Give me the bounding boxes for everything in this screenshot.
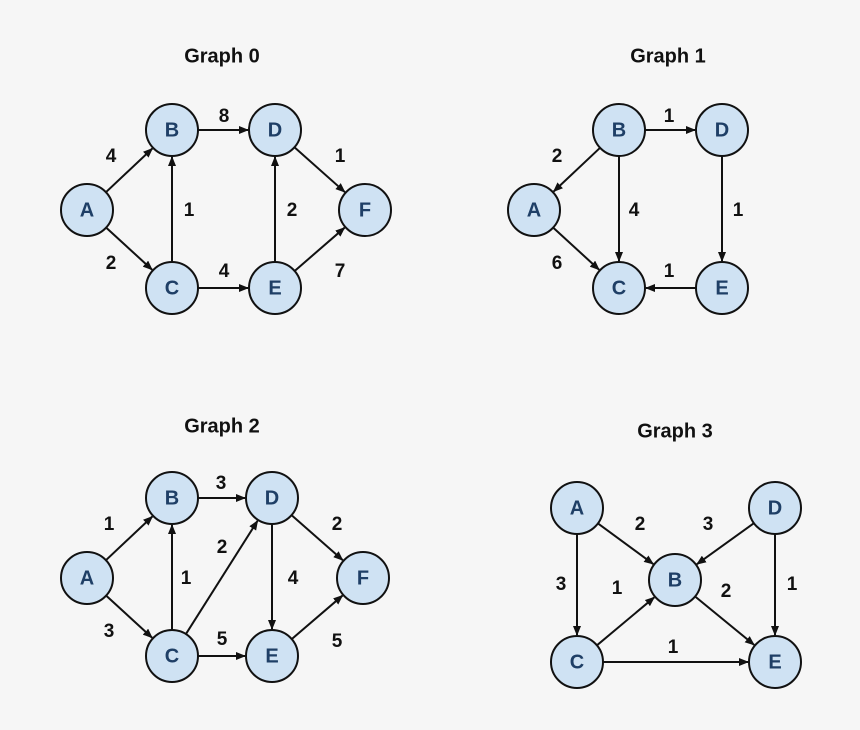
edge-weight-a-b: 4 — [106, 146, 117, 167]
edge-e-f — [291, 594, 344, 640]
edge-weight-c-b: 1 — [181, 568, 192, 589]
node-b — [145, 103, 199, 157]
node-label-a: A — [80, 567, 94, 589]
node-a — [507, 183, 561, 237]
node-label-a: A — [80, 199, 94, 221]
edge-weight-c-b: 1 — [612, 578, 623, 599]
graph-title: Graph 2 — [184, 415, 260, 437]
edge-weight-b-d: 1 — [664, 106, 675, 127]
node-f — [336, 551, 390, 605]
graph-title: Graph 0 — [184, 45, 260, 67]
node-label-b: B — [668, 569, 682, 591]
graph-2: Graph 2 1 3 1 3 2 5 4 2 5 A B C D E F — [60, 415, 390, 683]
edge-weight-b-c: 4 — [629, 200, 640, 221]
edge-a-b — [597, 522, 655, 565]
edge-a-b — [105, 147, 154, 193]
edge-a-c — [105, 226, 153, 271]
edge-weight-c-b: 1 — [184, 200, 195, 221]
node-d — [245, 471, 299, 525]
node-label-e: E — [715, 277, 728, 299]
graph-title: Graph 1 — [630, 45, 706, 67]
node-a — [60, 183, 114, 237]
node-a — [550, 481, 604, 535]
edge-weight-c-d: 2 — [217, 537, 228, 558]
edge-weight-e-f: 5 — [332, 631, 343, 652]
edge-weight-c-e: 4 — [219, 261, 230, 282]
edge-a-b — [105, 515, 154, 561]
edge-weight-b-e: 2 — [721, 581, 732, 602]
node-label-d: D — [715, 119, 729, 141]
node-c — [145, 261, 199, 315]
edge-weight-d-e: 4 — [288, 568, 299, 589]
edge-e-f — [293, 226, 346, 272]
node-b — [145, 471, 199, 525]
edge-weight-e-f: 7 — [335, 261, 346, 282]
node-label-c: C — [612, 277, 626, 299]
node-c — [592, 261, 646, 315]
edge-weight-a-c: 3 — [556, 574, 567, 595]
node-a — [60, 551, 114, 605]
node-e — [245, 629, 299, 683]
node-d — [748, 481, 802, 535]
edge-d-f — [290, 514, 344, 561]
node-c — [550, 635, 604, 689]
node-f — [338, 183, 392, 237]
edge-c-d — [185, 519, 259, 635]
node-label-c: C — [165, 645, 179, 667]
node-e — [248, 261, 302, 315]
edge-weight-b-d: 8 — [219, 106, 230, 127]
node-e — [748, 635, 802, 689]
node-label-a: A — [570, 497, 584, 519]
edge-weight-d-f: 2 — [332, 514, 343, 535]
node-b — [592, 103, 646, 157]
edge-weight-b-d: 3 — [216, 473, 227, 494]
edge-weight-a-b: 2 — [635, 514, 646, 535]
edge-d-b — [696, 522, 755, 566]
node-label-d: D — [265, 487, 279, 509]
edge-weight-c-e: 5 — [217, 629, 228, 650]
graph-3: Graph 3 2 3 3 1 1 2 1 A B C D E — [550, 420, 802, 689]
edge-weight-b-a: 2 — [552, 146, 563, 167]
node-label-c: C — [165, 277, 179, 299]
edge-b-a — [552, 147, 601, 193]
graph-0: Graph 0 4 2 1 8 4 2 1 7 A B C D E F — [60, 45, 392, 315]
node-d — [248, 103, 302, 157]
node-label-e: E — [768, 651, 781, 673]
node-label-c: C — [570, 651, 584, 673]
node-label-d: D — [268, 119, 282, 141]
edge-weight-d-f: 1 — [335, 146, 346, 167]
node-label-e: E — [265, 645, 278, 667]
edge-weight-e-c: 1 — [664, 261, 675, 282]
node-label-a: A — [527, 199, 541, 221]
edge-weight-a-c: 2 — [106, 253, 117, 274]
node-label-d: D — [768, 497, 782, 519]
edge-weight-a-c: 6 — [552, 253, 563, 274]
node-c — [145, 629, 199, 683]
edge-weight-d-e: 1 — [787, 574, 798, 595]
node-label-b: B — [612, 119, 626, 141]
node-label-f: F — [359, 199, 371, 221]
edge-weight-a-b: 1 — [104, 514, 115, 535]
node-d — [695, 103, 749, 157]
node-label-e: E — [268, 277, 281, 299]
node-label-b: B — [165, 487, 179, 509]
edge-b-e — [694, 595, 755, 646]
node-label-b: B — [165, 119, 179, 141]
edge-a-c — [105, 594, 153, 639]
edge-c-b — [596, 596, 656, 647]
node-e — [695, 261, 749, 315]
edge-weight-d-b: 3 — [703, 514, 714, 535]
node-b — [648, 553, 702, 607]
node-label-f: F — [357, 567, 369, 589]
edge-a-c — [552, 226, 600, 271]
edge-weight-e-d: 2 — [287, 200, 298, 221]
edge-weight-d-e: 1 — [733, 200, 744, 221]
edge-d-f — [293, 146, 346, 193]
edge-weight-c-e: 1 — [668, 637, 679, 658]
graph-title: Graph 3 — [637, 420, 713, 442]
edge-weight-a-c: 3 — [104, 621, 115, 642]
